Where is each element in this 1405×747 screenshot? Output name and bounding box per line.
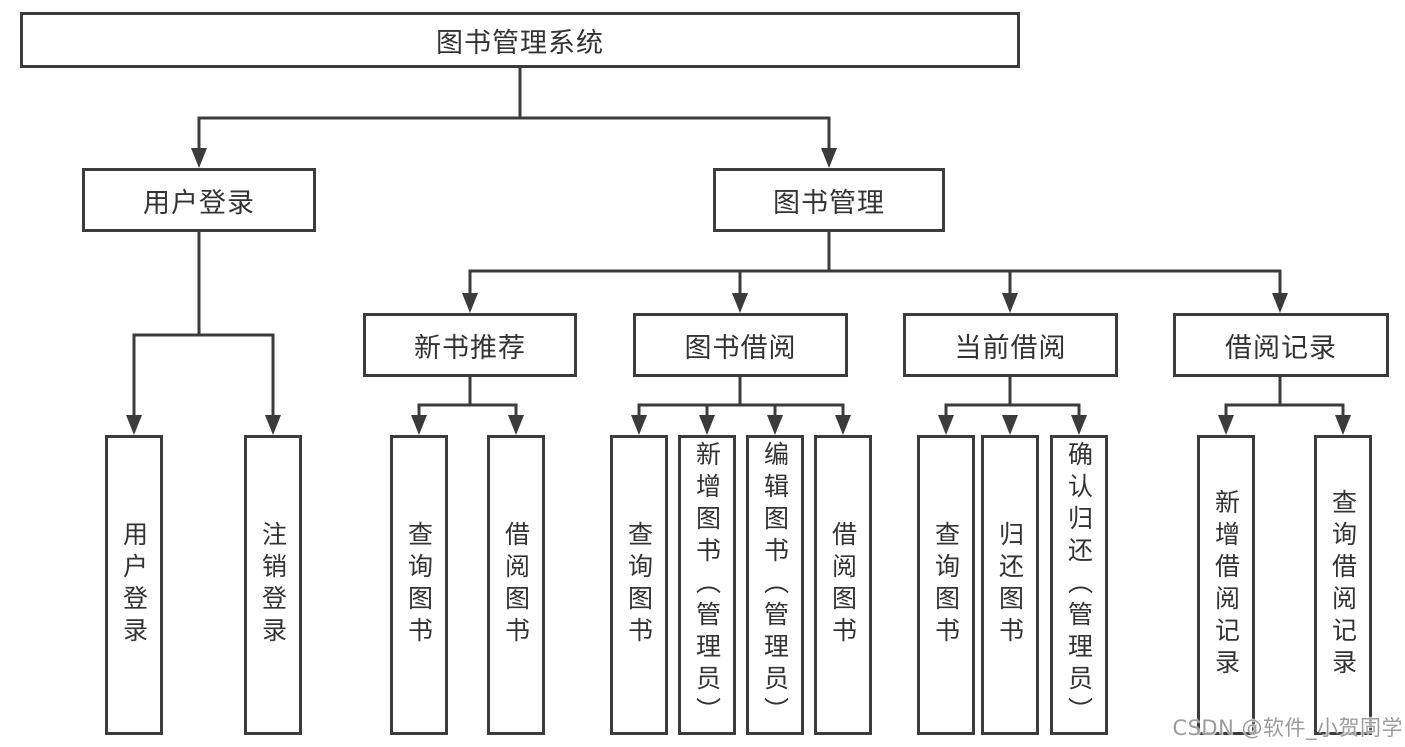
node-new-book-recommend-label: 新书推荐 [414,332,526,364]
arrowhead-down-icon [835,415,851,435]
node-leaf-query-books-current-label: 查询图书 [931,521,961,649]
arrowhead-down-icon [767,415,783,435]
arrowhead-down-icon [1272,293,1288,313]
node-leaf-add-book-admin-label: 新增图书（管理员） [692,441,722,729]
node-leaf-edit-book-admin-label: 编辑图书（管理员） [760,441,790,729]
node-borrowing-records-label: 借阅记录 [1225,332,1337,364]
node-leaf-add-borrow-record-label: 新增借阅记录 [1211,489,1241,681]
node-new-book-recommend: 新书推荐 [363,313,577,377]
node-borrowing-records: 借阅记录 [1173,313,1389,377]
node-current-borrowing: 当前借阅 [903,313,1118,377]
node-leaf-borrow-books-recommend-label: 借阅图书 [501,521,531,649]
node-leaf-borrow-books-label: 借阅图书 [828,521,858,649]
node-root-label: 图书管理系统 [436,27,604,59]
node-leaf-borrow-books: 借阅图书 [814,435,872,735]
arrowhead-down-icon [1002,415,1018,435]
node-current-borrowing-label: 当前借阅 [954,332,1067,364]
node-leaf-borrow-books-recommend: 借阅图书 [487,435,545,735]
node-book-management-label: 图书管理 [773,187,885,219]
arrowhead-down-icon [191,148,207,168]
node-book-borrowing-label: 图书借阅 [684,332,797,364]
node-book-management: 图书管理 [713,168,945,232]
node-leaf-user-login-label: 用户登录 [119,521,149,649]
node-leaf-return-book: 归还图书 [981,435,1039,735]
node-leaf-confirm-return-admin-label: 确认归还（管理员） [1064,441,1094,729]
node-leaf-logout-label: 注销登录 [258,521,288,649]
arrowhead-down-icon [699,415,715,435]
node-leaf-query-books-recommend-label: 查询图书 [404,521,434,649]
arrowhead-down-icon [462,293,478,313]
arrowhead-down-icon [821,148,837,168]
node-leaf-query-books-current: 查询图书 [917,435,975,735]
node-leaf-user-login: 用户登录 [105,435,163,735]
watermark: CSDN @软件_小贺同学 [1172,716,1403,740]
node-leaf-return-book-label: 归还图书 [995,521,1025,649]
node-leaf-add-borrow-record: 新增借阅记录 [1197,435,1255,735]
node-leaf-add-book-admin: 新增图书（管理员） [678,435,736,735]
arrowhead-down-icon [508,415,524,435]
node-leaf-confirm-return-admin: 确认归还（管理员） [1050,435,1108,735]
node-user-login-label: 用户登录 [143,187,255,219]
node-user-login: 用户登录 [82,168,316,232]
arrowhead-down-icon [1218,415,1234,435]
arrowhead-down-icon [126,415,142,435]
arrowhead-down-icon [938,415,954,435]
arrowhead-down-icon [732,293,748,313]
arrowhead-down-icon [1335,415,1351,435]
node-leaf-query-books-borrow-label: 查询图书 [624,521,654,649]
node-leaf-logout: 注销登录 [244,435,302,735]
node-leaf-query-books-borrow: 查询图书 [610,435,668,735]
arrowhead-down-icon [411,415,427,435]
arrowhead-down-icon [631,415,647,435]
arrowhead-down-icon [1071,415,1087,435]
node-leaf-edit-book-admin: 编辑图书（管理员） [746,435,804,735]
node-leaf-query-borrow-record: 查询借阅记录 [1314,435,1372,735]
node-book-borrowing: 图书借阅 [633,313,848,377]
node-root: 图书管理系统 [20,12,1020,68]
arrowhead-down-icon [1002,293,1018,313]
arrowhead-down-icon [265,415,281,435]
node-leaf-query-borrow-record-label: 查询借阅记录 [1328,489,1358,681]
node-leaf-query-books-recommend: 查询图书 [390,435,448,735]
